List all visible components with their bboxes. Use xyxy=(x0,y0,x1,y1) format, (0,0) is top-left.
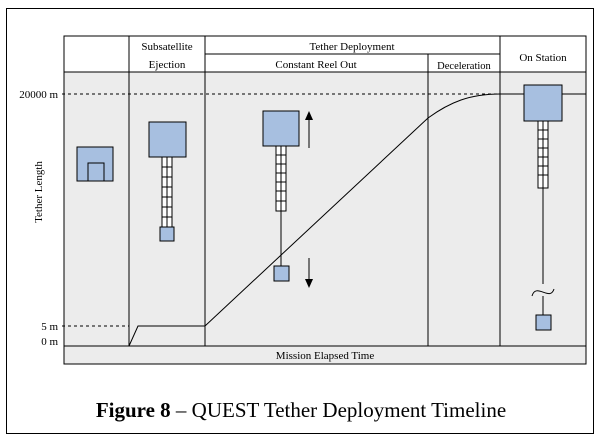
up-arrow-icon xyxy=(305,111,313,148)
tick-20000m: 20000 m xyxy=(19,89,58,101)
figure-number: Figure 8 xyxy=(95,398,171,422)
tick-5m: 5 m xyxy=(41,321,58,333)
header-subsatellite-line1: Subsatellite xyxy=(141,41,192,53)
reelout-mothership-box xyxy=(262,110,300,147)
header-constant-reel-out: Constant Reel Out xyxy=(275,59,356,71)
y-axis-label: Tether Length xyxy=(33,161,45,223)
ejection-mothership-box xyxy=(148,121,187,158)
header-tether-deployment: Tether Deployment xyxy=(309,41,394,53)
x-axis-label: Mission Elapsed Time xyxy=(276,350,375,362)
tether-length-curve xyxy=(128,93,501,347)
tick-0m: 0 m xyxy=(41,336,58,348)
tether-break-icon xyxy=(531,288,555,297)
figure-caption: Figure 8 – QUEST Tether Deployment Timel… xyxy=(0,398,602,423)
reelout-subsatellite-box xyxy=(273,265,290,282)
down-arrow-icon xyxy=(305,258,313,288)
reelout-tether-ladder xyxy=(275,145,287,212)
timeline-panel xyxy=(63,71,587,347)
docked-subsatellite-box xyxy=(87,162,105,182)
caption-dash: – xyxy=(170,398,192,422)
station-tether-ladder xyxy=(537,120,549,189)
header-subsatellite-line2: Ejection xyxy=(149,59,186,71)
ejection-tether-ladder xyxy=(161,156,173,228)
station-subsatellite-box xyxy=(535,314,552,331)
header-deceleration: Deceleration xyxy=(437,61,491,72)
x-label-band xyxy=(63,345,587,365)
ejection-subsatellite-box xyxy=(159,226,175,242)
caption-text: QUEST Tether Deployment Timeline xyxy=(191,398,507,422)
header-on-station: On Station xyxy=(519,52,567,64)
station-mothership-box xyxy=(523,84,563,122)
